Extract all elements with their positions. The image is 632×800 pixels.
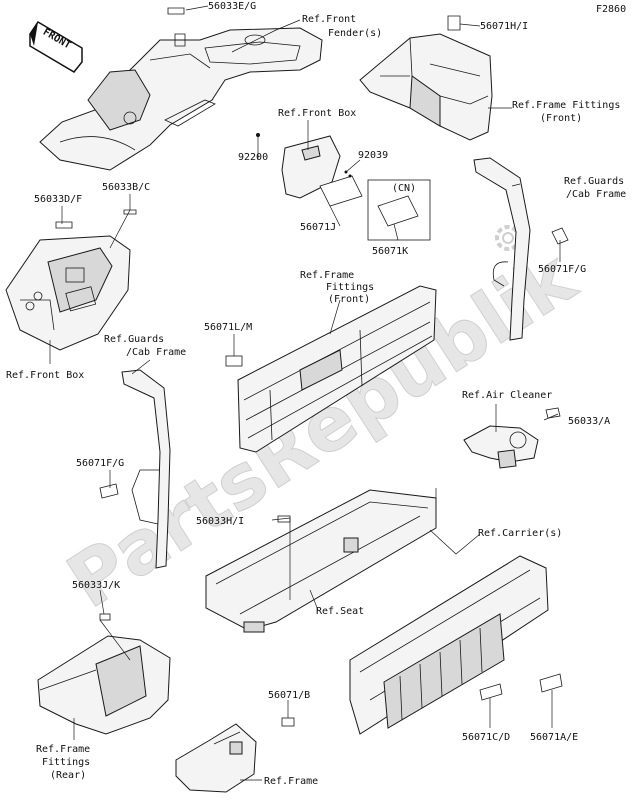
label-56071fg-right: 56071F/G — [538, 264, 586, 275]
label-56071lm: 56071L/M — [204, 322, 252, 333]
air-cleaner — [463, 425, 539, 469]
label-56033eg-decal — [167, 7, 185, 15]
label-ref-frame-fittings-rear-2: Fittings — [42, 757, 90, 768]
cn-variant-box — [367, 179, 431, 241]
front-direction-arrow: FRONT — [29, 20, 83, 73]
label-56071b-decal — [281, 717, 295, 727]
label-56033a-decal — [545, 407, 561, 419]
diagram-code: F2860 — [596, 4, 626, 15]
label-92200: 92200 — [238, 152, 268, 163]
label-ref-carriers: Ref.Carrier(s) — [478, 528, 562, 539]
part-labels: 56033E/G Ref.Front Fender(s) 56071H/I Re… — [6, 1, 626, 787]
label-56071ae: 56071A/E — [530, 732, 578, 743]
label-56033eg: 56033E/G — [208, 1, 256, 12]
label-ref-frame-fittings-rear-1: Ref.Frame — [36, 744, 90, 755]
label-ref-frame-fittings-rear-3: (Rear) — [50, 770, 86, 781]
label-56071hi: 56071H/I — [480, 21, 528, 32]
label-56033jk: 56033J/K — [72, 580, 120, 591]
label-cn: (CN) — [392, 183, 416, 194]
label-56033bc: 56033B/C — [102, 182, 150, 193]
label-56071cd-decal — [479, 683, 503, 701]
label-56071j: 56071J — [300, 222, 336, 233]
guard-cab-frame-right — [473, 157, 531, 341]
label-92039: 92039 — [358, 150, 388, 161]
label-56071j-decal — [319, 175, 363, 207]
label-ref-frame-fittings-front-a2: (Front) — [540, 113, 582, 124]
label-ref-air-cleaner: Ref.Air Cleaner — [462, 390, 552, 401]
label-56033a: 56033/A — [568, 416, 610, 427]
label-ref-frame-fittings-front-b2: Fittings — [326, 282, 374, 293]
label-56033jk-decal — [99, 613, 111, 621]
guard-cab-frame-left — [121, 369, 171, 569]
frame-bracket — [175, 723, 257, 793]
label-56071k: 56071K — [372, 246, 408, 257]
label-ref-front-box-top: Ref.Front Box — [278, 108, 356, 119]
seat-frame — [205, 489, 437, 633]
label-ref-frame-fittings-front-b1: Ref.Frame — [300, 270, 354, 281]
label-ref-frame-fittings-front-a1: Ref.Frame Fittings — [512, 100, 620, 111]
label-ref-guards-cab-left-2: /Cab Frame — [126, 347, 186, 358]
label-56071fg-left: 56071F/G — [76, 458, 124, 469]
label-ref-front-fenders-2: Fender(s) — [328, 28, 382, 39]
frame-fittings-front-top — [359, 33, 493, 141]
label-56071ae-decal — [539, 673, 563, 693]
leader-lines — [49, 5, 561, 781]
front-box-bracket — [281, 135, 341, 199]
label-56071b: 56071/B — [268, 690, 310, 701]
front-fender-assembly — [39, 27, 323, 171]
label-56071k-decal — [377, 195, 419, 227]
label-ref-front-box-left: Ref.Front Box — [6, 370, 84, 381]
label-ref-guards-cab-right-1: Ref.Guards — [564, 176, 624, 187]
label-56033bc-decal — [123, 209, 137, 215]
label-56033df: 56033D/F — [34, 194, 82, 205]
frame-fittings-rear — [37, 635, 171, 735]
label-ref-seat: Ref.Seat — [316, 606, 364, 617]
label-ref-guards-cab-right-2: /Cab Frame — [566, 189, 626, 200]
frame-fittings-front-panel — [237, 285, 437, 453]
label-ref-guards-cab-left-1: Ref.Guards — [104, 334, 164, 345]
label-56071fg-right-decal — [551, 227, 569, 245]
front-box-instrument-panel — [5, 235, 131, 351]
label-ref-frame: Ref.Frame — [264, 776, 318, 787]
label-56071lm-decal — [225, 355, 243, 367]
label-ref-front-fenders-1: Ref.Front — [302, 14, 356, 25]
label-56033df-decal — [55, 221, 73, 229]
label-56033hi: 56033H/I — [196, 516, 244, 527]
label-ref-frame-fittings-front-b3: (Front) — [328, 294, 370, 305]
label-56071fg-left-decal — [99, 483, 119, 499]
carrier-bed — [349, 555, 549, 735]
label-56071cd: 56071C/D — [462, 732, 510, 743]
label-56071hi-decal — [447, 15, 461, 31]
